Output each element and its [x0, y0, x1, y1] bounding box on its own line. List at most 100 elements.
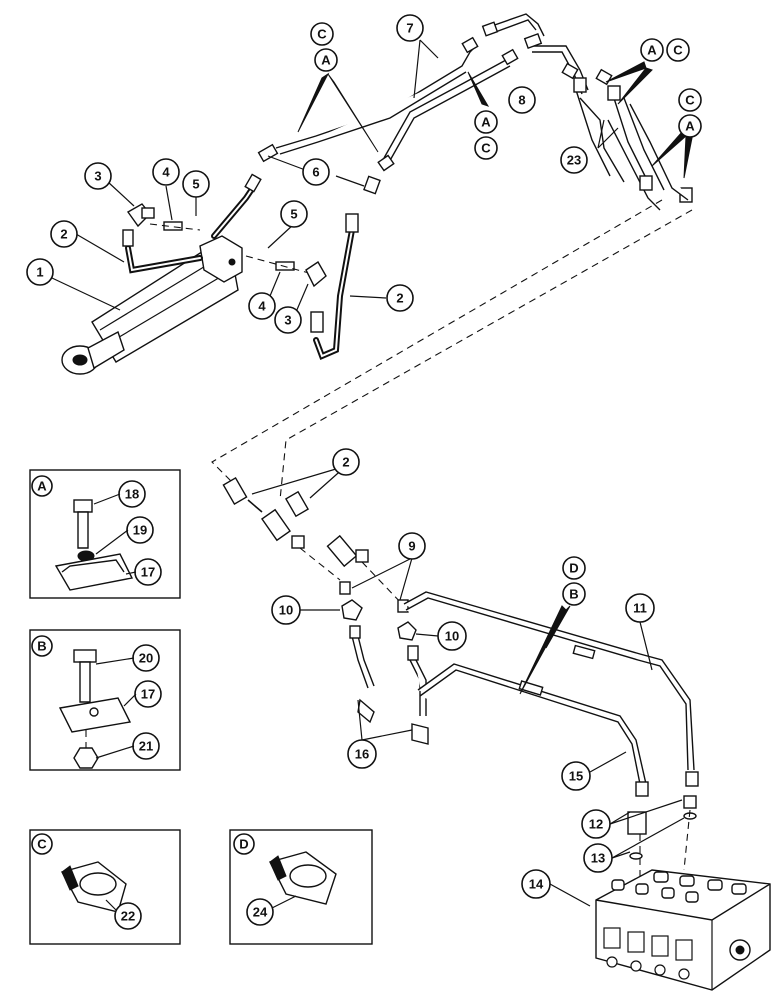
letter-a-right-lower: A — [678, 114, 702, 138]
callout-14: 14 — [521, 869, 551, 899]
svg-text:B: B — [37, 639, 46, 654]
svg-text:C: C — [685, 93, 695, 108]
callout-2-lower: 2 — [332, 448, 360, 476]
svg-text:22: 22 — [121, 909, 135, 924]
svg-text:2: 2 — [60, 227, 67, 242]
detail-label-c: C — [31, 833, 53, 855]
letter-a-top-left: A — [314, 48, 338, 72]
detail-box-a — [29, 469, 181, 599]
callout-6: 6 — [302, 158, 330, 186]
leader-lines — [51, 39, 685, 907]
letter-a-mid: A — [474, 110, 498, 134]
svg-text:23: 23 — [567, 153, 581, 168]
callout-4-lower: 4 — [248, 292, 276, 320]
callout-24: 24 — [246, 898, 274, 926]
vertical-right-tubes — [573, 77, 693, 211]
callout-arrows — [297, 61, 693, 695]
callout-3-lower: 3 — [274, 306, 302, 334]
lower-hose-ends — [222, 477, 405, 607]
svg-text:B: B — [569, 587, 578, 602]
svg-text:20: 20 — [139, 651, 153, 666]
route-line-2 — [279, 209, 693, 501]
callout-2-upper-left: 2 — [50, 220, 78, 248]
adapter-fitting-left — [149, 221, 201, 231]
svg-text:A: A — [321, 53, 331, 68]
callout-12: 12 — [581, 809, 611, 839]
callout-9: 9 — [398, 532, 426, 560]
fittings-12-13 — [627, 771, 699, 900]
callout-1: 1 — [26, 258, 54, 286]
callout-10-left: 10 — [271, 595, 301, 625]
svg-text:D: D — [569, 561, 578, 576]
callout-13: 13 — [583, 843, 613, 873]
callout-20: 20 — [132, 644, 160, 672]
svg-text:D: D — [239, 837, 248, 852]
route-line-1 — [211, 199, 663, 483]
svg-text:C: C — [673, 43, 683, 58]
svg-text:11: 11 — [633, 601, 647, 616]
elbow-fitting-left — [126, 203, 155, 228]
svg-text:7: 7 — [406, 21, 413, 36]
hydraulic-cylinder — [61, 235, 243, 375]
svg-text:5: 5 — [192, 177, 199, 192]
svg-text:3: 3 — [94, 169, 101, 184]
detail-box-c — [29, 829, 181, 945]
svg-text:4: 4 — [258, 299, 266, 314]
lower-tube-assembly — [339, 581, 429, 745]
svg-text:12: 12 — [589, 817, 603, 832]
callout-5-upper: 5 — [182, 170, 210, 198]
svg-text:10: 10 — [445, 629, 459, 644]
callout-7: 7 — [396, 14, 424, 42]
callout-15: 15 — [561, 761, 591, 791]
svg-text:4: 4 — [162, 165, 170, 180]
callout-21: 21 — [132, 732, 160, 760]
svg-text:A: A — [685, 119, 695, 134]
svg-text:8: 8 — [518, 93, 525, 108]
callout-5-lower: 5 — [280, 200, 308, 228]
svg-text:5: 5 — [290, 207, 297, 222]
svg-text:13: 13 — [591, 851, 605, 866]
right-hose-assembly — [310, 213, 359, 360]
callout-19: 19 — [126, 516, 154, 544]
svg-text:19: 19 — [133, 523, 147, 538]
svg-text:A: A — [37, 479, 47, 494]
callout-3-upper: 3 — [84, 162, 112, 190]
detail-c-leader — [105, 899, 117, 911]
detail-label-a: A — [31, 475, 53, 497]
letter-d-lower: D — [562, 556, 586, 580]
svg-text:9: 9 — [408, 539, 415, 554]
svg-text:1: 1 — [36, 265, 43, 280]
detail-label-b: B — [31, 635, 53, 657]
callout-4-upper: 4 — [152, 158, 180, 186]
svg-text:18: 18 — [125, 487, 139, 502]
callout-17-b: 17 — [134, 680, 162, 708]
svg-text:10: 10 — [279, 603, 293, 618]
svg-text:15: 15 — [569, 769, 583, 784]
svg-text:C: C — [37, 837, 47, 852]
svg-text:17: 17 — [141, 565, 155, 580]
callout-11: 11 — [625, 593, 655, 623]
letter-c-mid: C — [474, 136, 498, 160]
callout-16: 16 — [347, 739, 377, 769]
detail-a-leaders — [93, 493, 137, 575]
svg-text:24: 24 — [253, 905, 268, 920]
detail-b-leaders — [95, 657, 137, 759]
letter-c-top-left: C — [310, 22, 334, 46]
svg-text:2: 2 — [342, 455, 349, 470]
adapter-fitting-right — [245, 255, 327, 288]
detail-label-d: D — [233, 833, 255, 855]
svg-text:6: 6 — [312, 165, 319, 180]
callout-8: 8 — [508, 86, 536, 114]
detail-box-d — [229, 829, 373, 945]
callout-2-right: 2 — [386, 284, 414, 312]
svg-text:C: C — [481, 141, 491, 156]
svg-text:3: 3 — [284, 313, 291, 328]
svg-text:21: 21 — [139, 739, 153, 754]
control-valve-body — [595, 869, 771, 991]
detail-d-leader — [271, 895, 297, 909]
left-hose-assembly — [122, 173, 262, 274]
callout-18: 18 — [118, 480, 146, 508]
letter-c-right-top: C — [666, 38, 690, 62]
